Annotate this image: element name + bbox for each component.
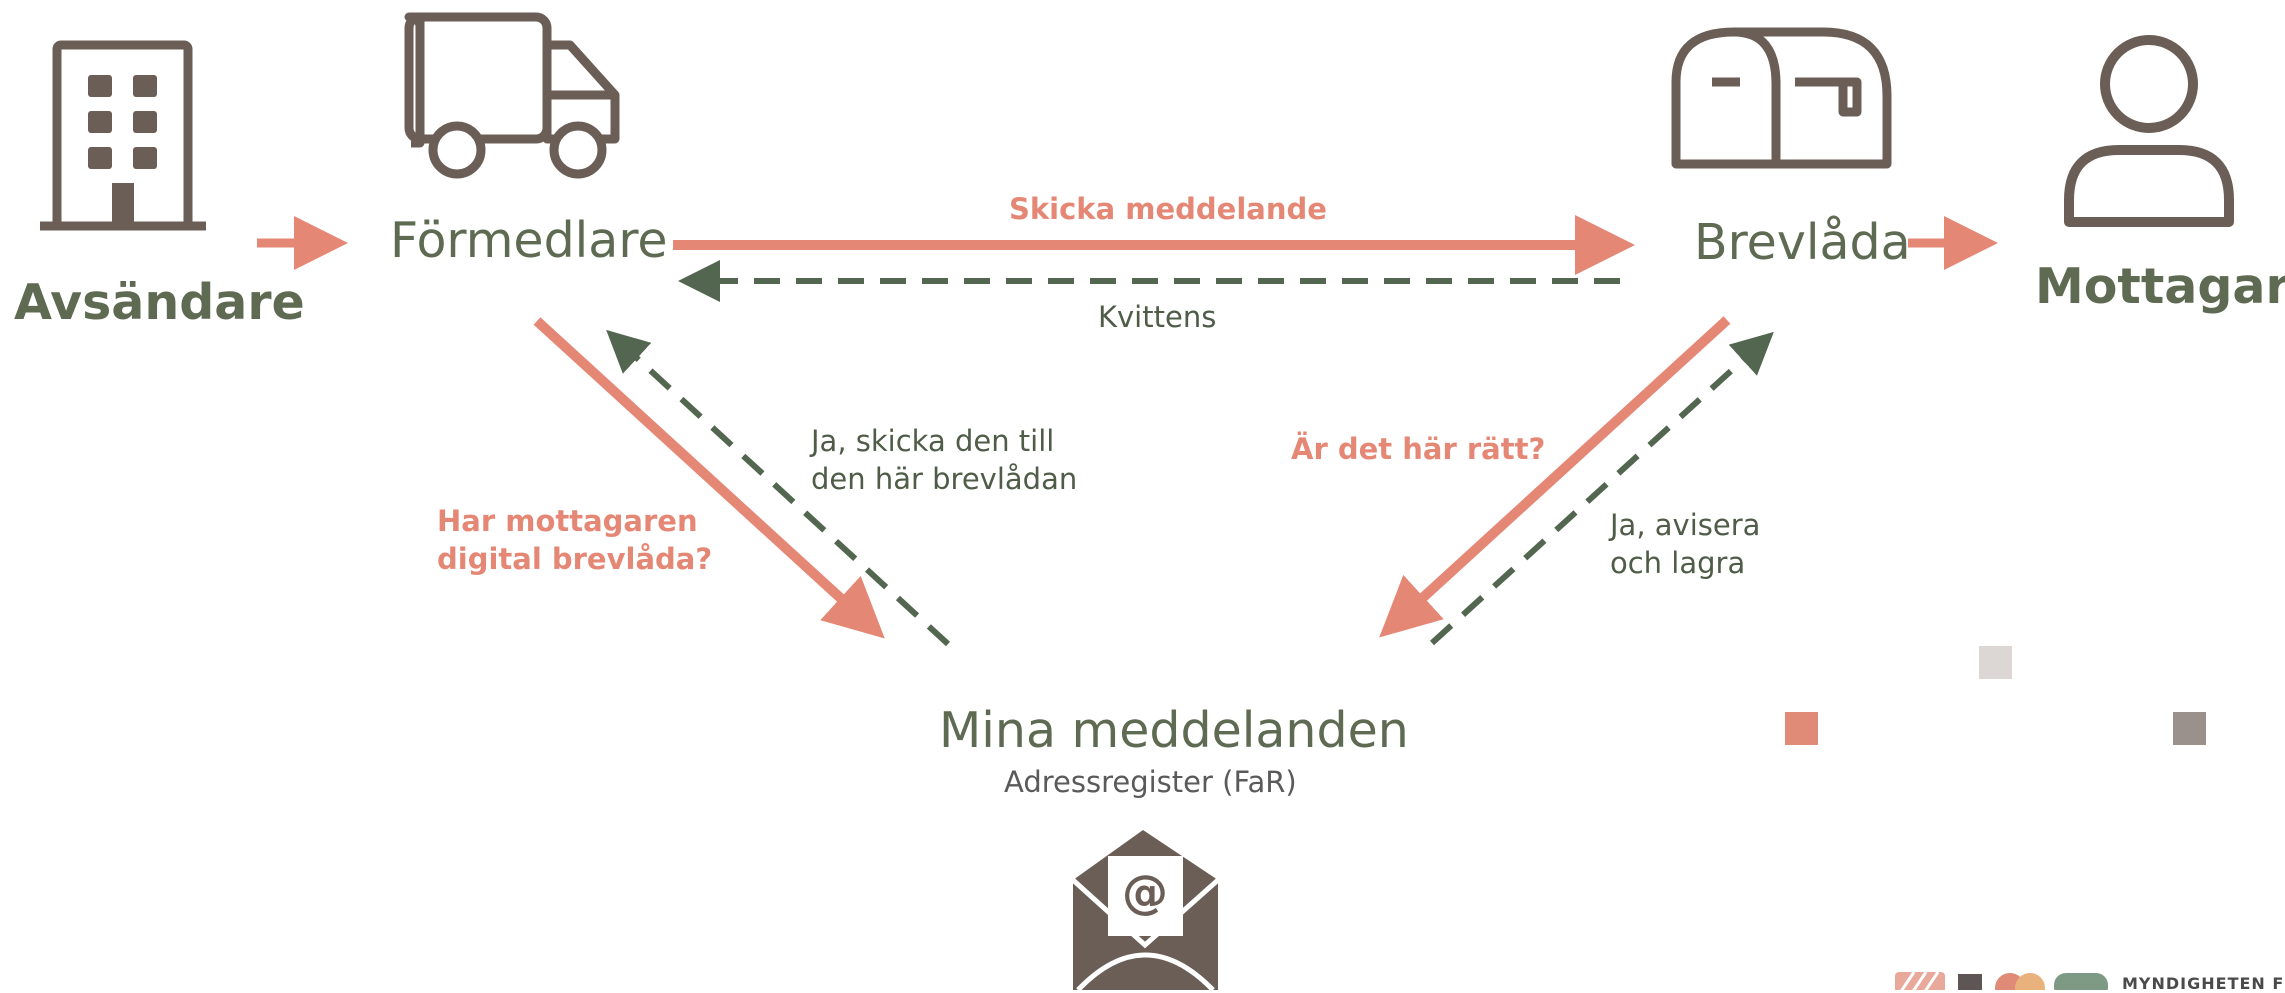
truck-icon [404,12,620,179]
edge-label-has-digital-mailbox: Har mottagaren digital brevlåda? [437,502,713,578]
arrow-mailbox-to-registry [1379,316,1731,638]
email-envelope-icon: @ [1071,830,1220,990]
edge-label-notify-and-store: Ja, avisera och lagra [1610,506,1760,582]
decor-square-light [1979,646,2012,679]
sender-label: Avsändare [14,274,305,331]
decor-square-gray [2173,712,2206,745]
arrow-registry-reply-to-intermediary [606,329,951,647]
edge-label-is-this-right: Är det här rätt? [1291,432,1546,466]
registry-subtitle: Adressregister (FaR) [1004,765,1297,799]
recipient-label: Mottagare [2035,258,2285,315]
edge-label-has-digital-mailbox-line-1: Har mottagaren [437,504,698,538]
edge-label-receipt: Kvittens [1098,300,1217,334]
agency-logo-icon [1895,971,2108,990]
mailbox-icon [1671,27,1892,169]
person-icon [2064,35,2234,227]
edge-label-notify-and-store-line-1: Ja, avisera [1610,508,1761,542]
building-windows [88,75,157,226]
edge-label-notify-and-store-line-2: och lagra [1610,546,1746,580]
edge-label-send-to-this-mailbox-line-2: den här brevlådan [811,462,1078,496]
arrow-registry-reply-to-mailbox [1429,331,1774,646]
svg-text:@: @ [1122,865,1168,919]
agency-logo-text: MYNDIGHETEN F [2122,974,2285,993]
edge-label-has-digital-mailbox-line-2: digital brevlåda? [437,542,713,576]
mailbox-label: Brevlåda [1694,214,1911,271]
arrow-query-registry [533,317,885,639]
edge-label-send-message: Skicka meddelande [1009,192,1327,226]
edge-label-send-to-this-mailbox: Ja, skicka den till den här brevlådan [811,422,1077,498]
intermediary-label: Förmedlare [390,212,668,269]
edge-label-send-to-this-mailbox-line-1: Ja, skicka den till [811,424,1055,458]
decor-square-salmon [1785,712,1818,745]
registry-title: Mina meddelanden [939,702,1409,759]
